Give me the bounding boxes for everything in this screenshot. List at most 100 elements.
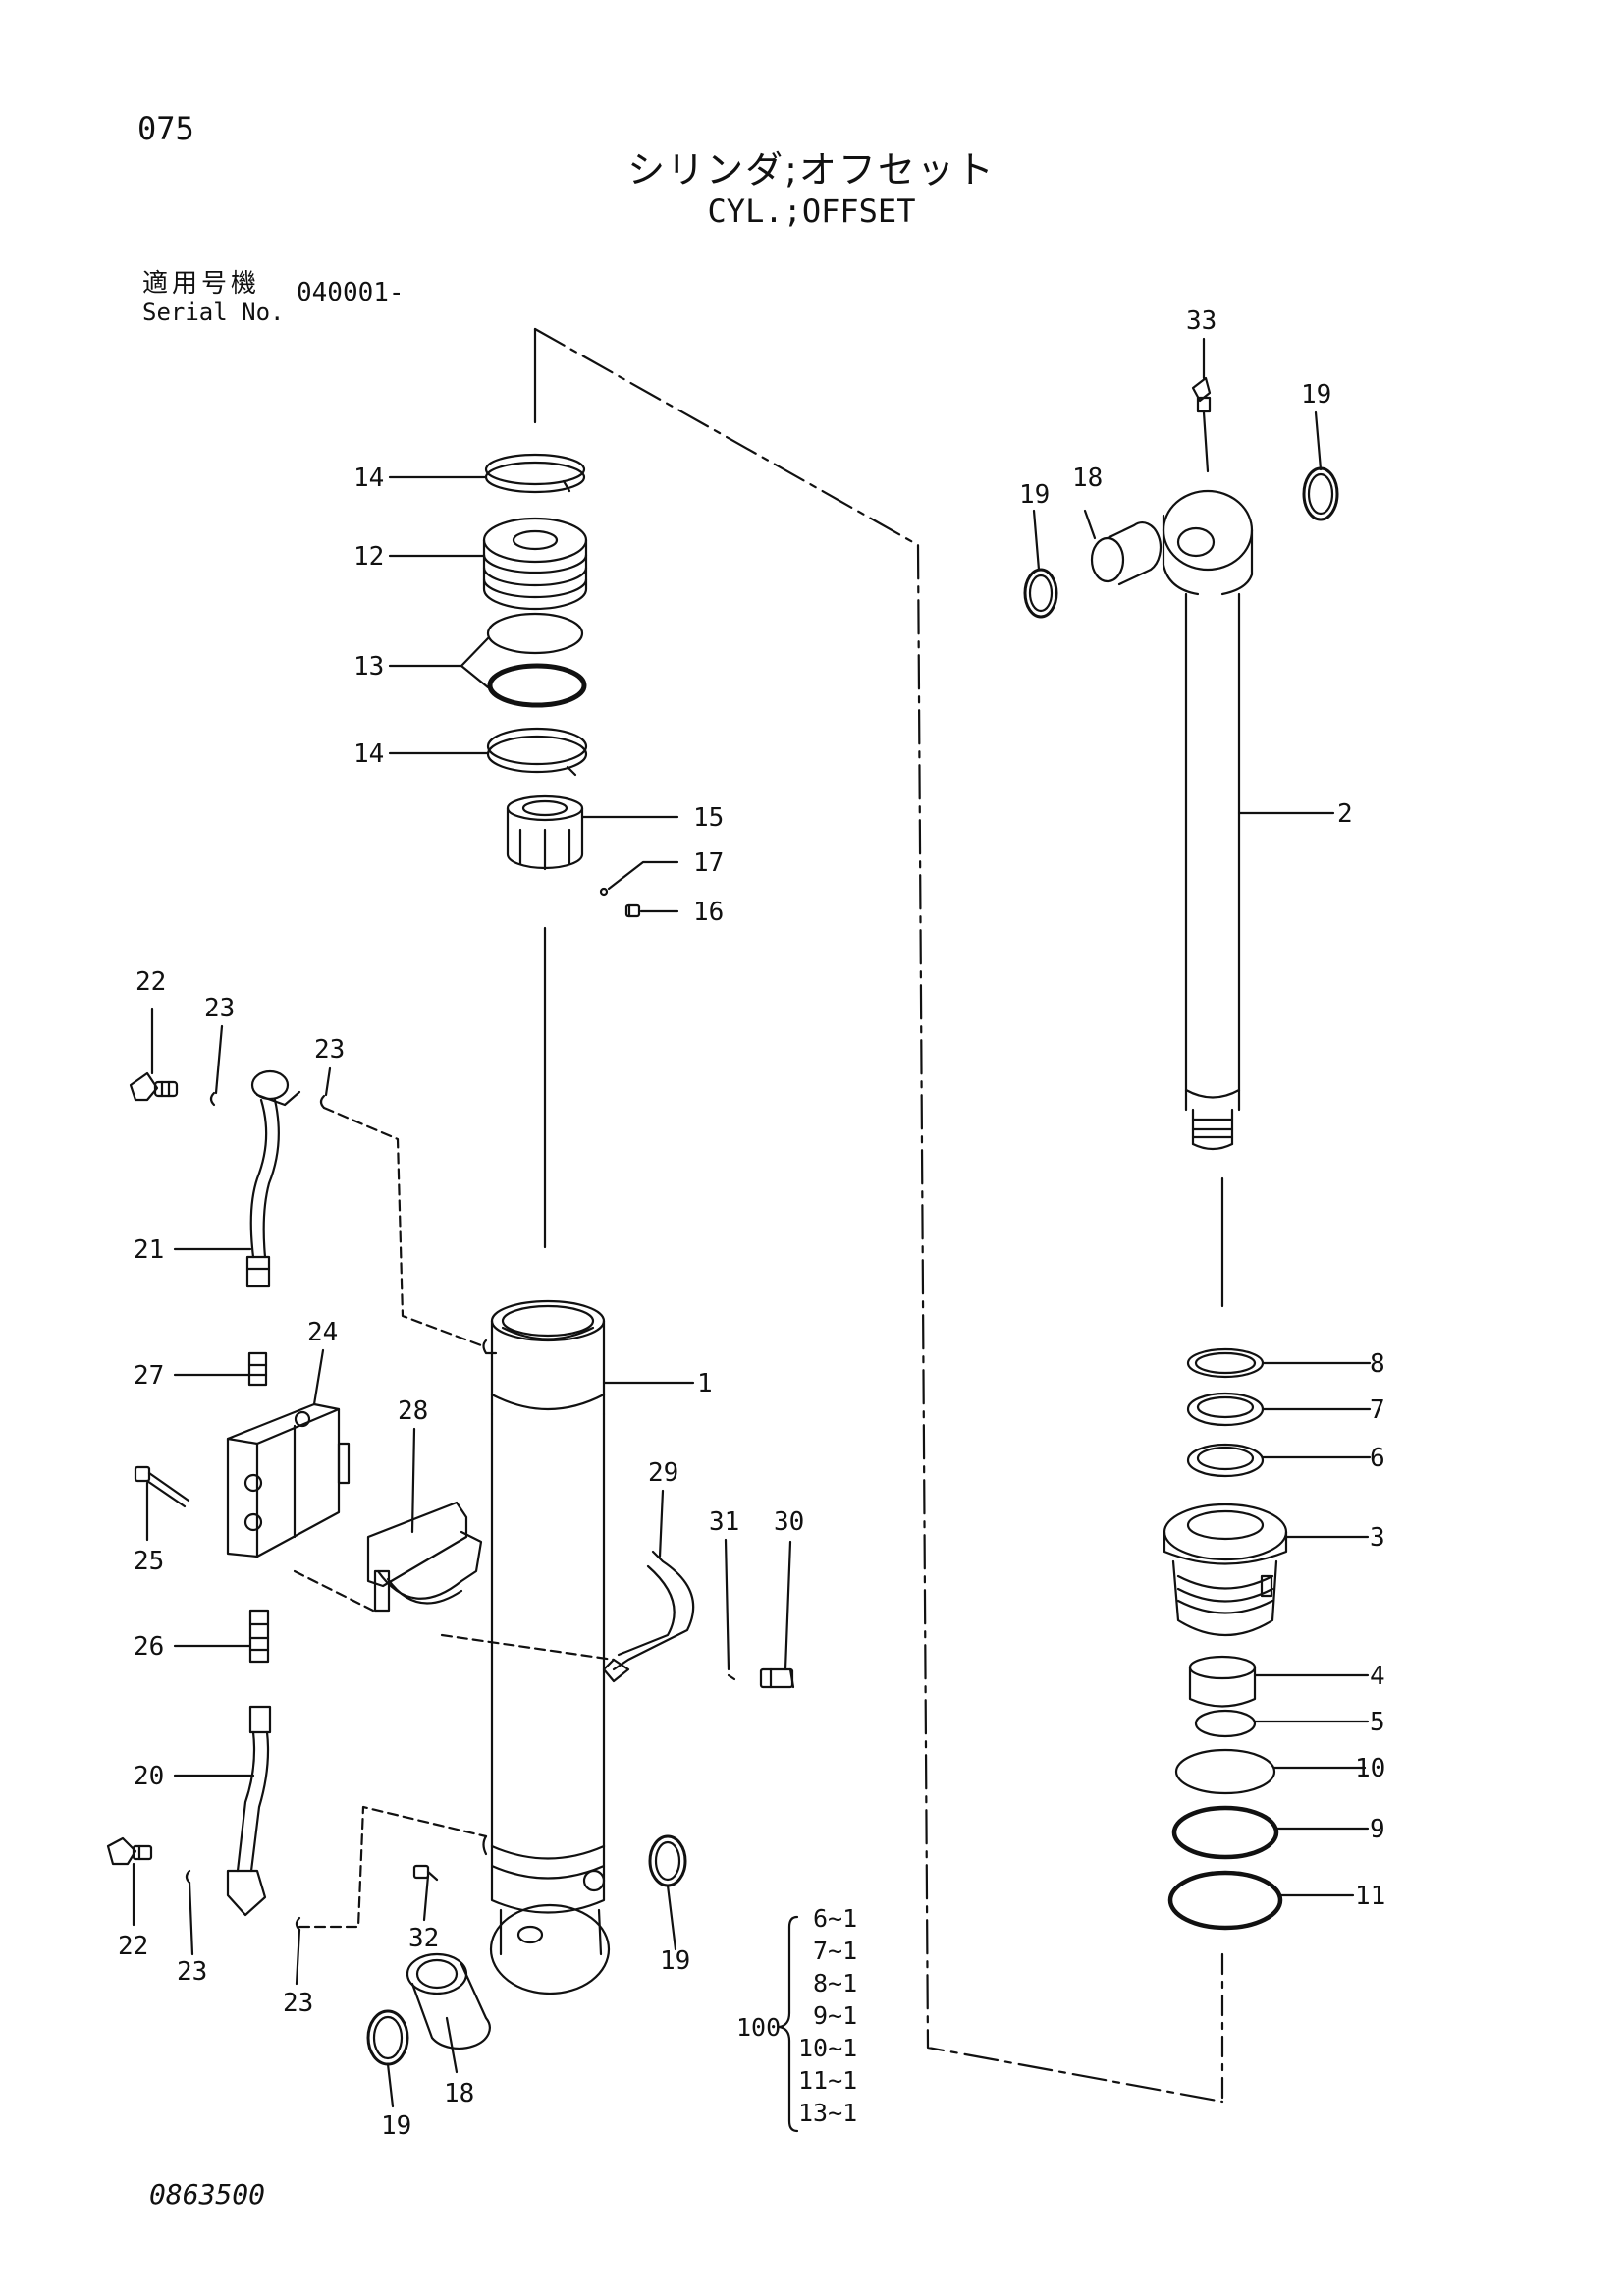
callout-22: 22 (118, 1932, 148, 1961)
leader-17 (607, 860, 679, 891)
leader-28 (410, 1427, 416, 1534)
callout-2: 2 (1337, 799, 1353, 829)
cylinder-head (1163, 1503, 1288, 1636)
clamp-bolt (759, 1667, 795, 1689)
callout-21: 21 (134, 1235, 164, 1265)
callout-7: 7 (1370, 1395, 1385, 1425)
union-bolt-upper (129, 1071, 179, 1102)
callout-25: 25 (134, 1547, 164, 1576)
seal-kit-list: 100 6~1 7~1 8~1 9~1 10~1 11~1 13~1 (736, 1904, 857, 2127)
assembly-dash-frame (533, 327, 1224, 2104)
leader-19b (1314, 410, 1323, 471)
title-japanese: シリンダ;オフセット (627, 148, 996, 191)
pipe-lower (226, 1705, 272, 1917)
callout-15: 15 (693, 803, 724, 833)
document-code: 0863500 (149, 2178, 266, 2211)
leader-29 (658, 1489, 665, 1558)
piston-ring-lower (486, 727, 588, 777)
leader-24 (312, 1348, 325, 1406)
snap-ring-rod-right (1302, 466, 1339, 521)
callout-5: 5 (1370, 1708, 1385, 1737)
o-ring-small (295, 1916, 301, 1932)
grease-fitting-lower (412, 1864, 439, 1882)
clamp-bracket (366, 1501, 483, 1613)
callout-1: 1 (697, 1369, 713, 1398)
connector-lower (248, 1609, 270, 1664)
callout-30: 30 (774, 1507, 804, 1537)
seal-kit-item: 9~1 (813, 2001, 857, 2030)
rod-seal (1186, 1443, 1265, 1478)
clamp-band (602, 1550, 695, 1683)
callout-17: 17 (693, 848, 724, 878)
grease-fitting-top (1191, 376, 1212, 473)
seal-kit-item: 13~1 (798, 2099, 857, 2127)
callout-14: 14 (353, 464, 384, 493)
snap-ring-rod-left (1023, 568, 1058, 619)
snap-ring-lower-left (366, 2009, 409, 2066)
dash-block-to-clamp (293, 1569, 375, 1613)
piston-nut-body (482, 517, 588, 611)
hex-nut (506, 794, 584, 871)
dash-pipe-to-barrel (322, 1106, 483, 1347)
callout-14: 14 (353, 739, 384, 769)
seal-kit-item: 8~1 (813, 1969, 857, 1997)
leader-23d (295, 1928, 301, 1986)
wiper-ring (1186, 1347, 1265, 1379)
rod-bushing (1090, 521, 1162, 586)
o-ring-small (185, 1869, 191, 1885)
leader-32 (422, 1874, 430, 1922)
callout-4: 4 (1370, 1662, 1385, 1691)
callout-12: 12 (353, 542, 384, 572)
rod-eye (1162, 489, 1254, 596)
title-english: CYL.;OFFSET (707, 192, 916, 230)
serial-number-value: 040001- (297, 278, 405, 307)
set-screw (624, 903, 641, 918)
dust-seal (1186, 1392, 1265, 1427)
bushing-lower (406, 1952, 491, 2050)
o-ring-thick (487, 663, 587, 708)
leader-13 (388, 636, 490, 689)
callout-8: 8 (1370, 1349, 1385, 1379)
buffer-ring (1194, 1709, 1257, 1738)
callout-16: 16 (693, 898, 724, 927)
o-ring-small (319, 1094, 326, 1110)
callout-19: 19 (1019, 480, 1050, 510)
connector-upper (247, 1351, 268, 1387)
leader-19a (1032, 509, 1041, 572)
piston-ring-upper (484, 453, 586, 494)
serial-label-english: Serial No. (142, 299, 285, 326)
callout-23: 23 (204, 994, 235, 1023)
callout-29: 29 (648, 1458, 678, 1488)
callout-6: 6 (1370, 1444, 1385, 1473)
steel-ball (599, 887, 609, 897)
callout-10: 10 (1355, 1754, 1385, 1783)
callout-20: 20 (134, 1762, 164, 1791)
callout-22: 22 (135, 967, 166, 997)
leader-18a (1083, 509, 1097, 540)
cylinder-barrel (482, 1299, 606, 1914)
o-ring-large (1167, 1870, 1283, 1931)
callout-33: 33 (1186, 306, 1217, 336)
callout-24: 24 (307, 1318, 338, 1347)
callout-32: 32 (408, 1924, 439, 1953)
valve-block (226, 1402, 351, 1558)
snap-ring-lower-right (648, 1834, 687, 1887)
callout-13: 13 (353, 652, 384, 682)
leader-30 (784, 1540, 792, 1671)
callout-28: 28 (398, 1396, 428, 1426)
callout-18: 18 (1072, 464, 1103, 493)
backup-ring-right (1174, 1748, 1276, 1795)
o-ring-small (209, 1091, 216, 1107)
seal-kit-item: 10~1 (798, 2034, 857, 2062)
callout-18: 18 (444, 2079, 474, 2108)
callout-23: 23 (283, 1989, 313, 2018)
leader-23b (324, 1066, 332, 1097)
pipe-upper (245, 1069, 301, 1288)
callout-3: 3 (1370, 1523, 1385, 1553)
callout-11: 11 (1355, 1882, 1385, 1911)
head-bushing (1188, 1655, 1257, 1708)
leader-23c (188, 1881, 194, 1956)
callout-31: 31 (709, 1507, 739, 1537)
